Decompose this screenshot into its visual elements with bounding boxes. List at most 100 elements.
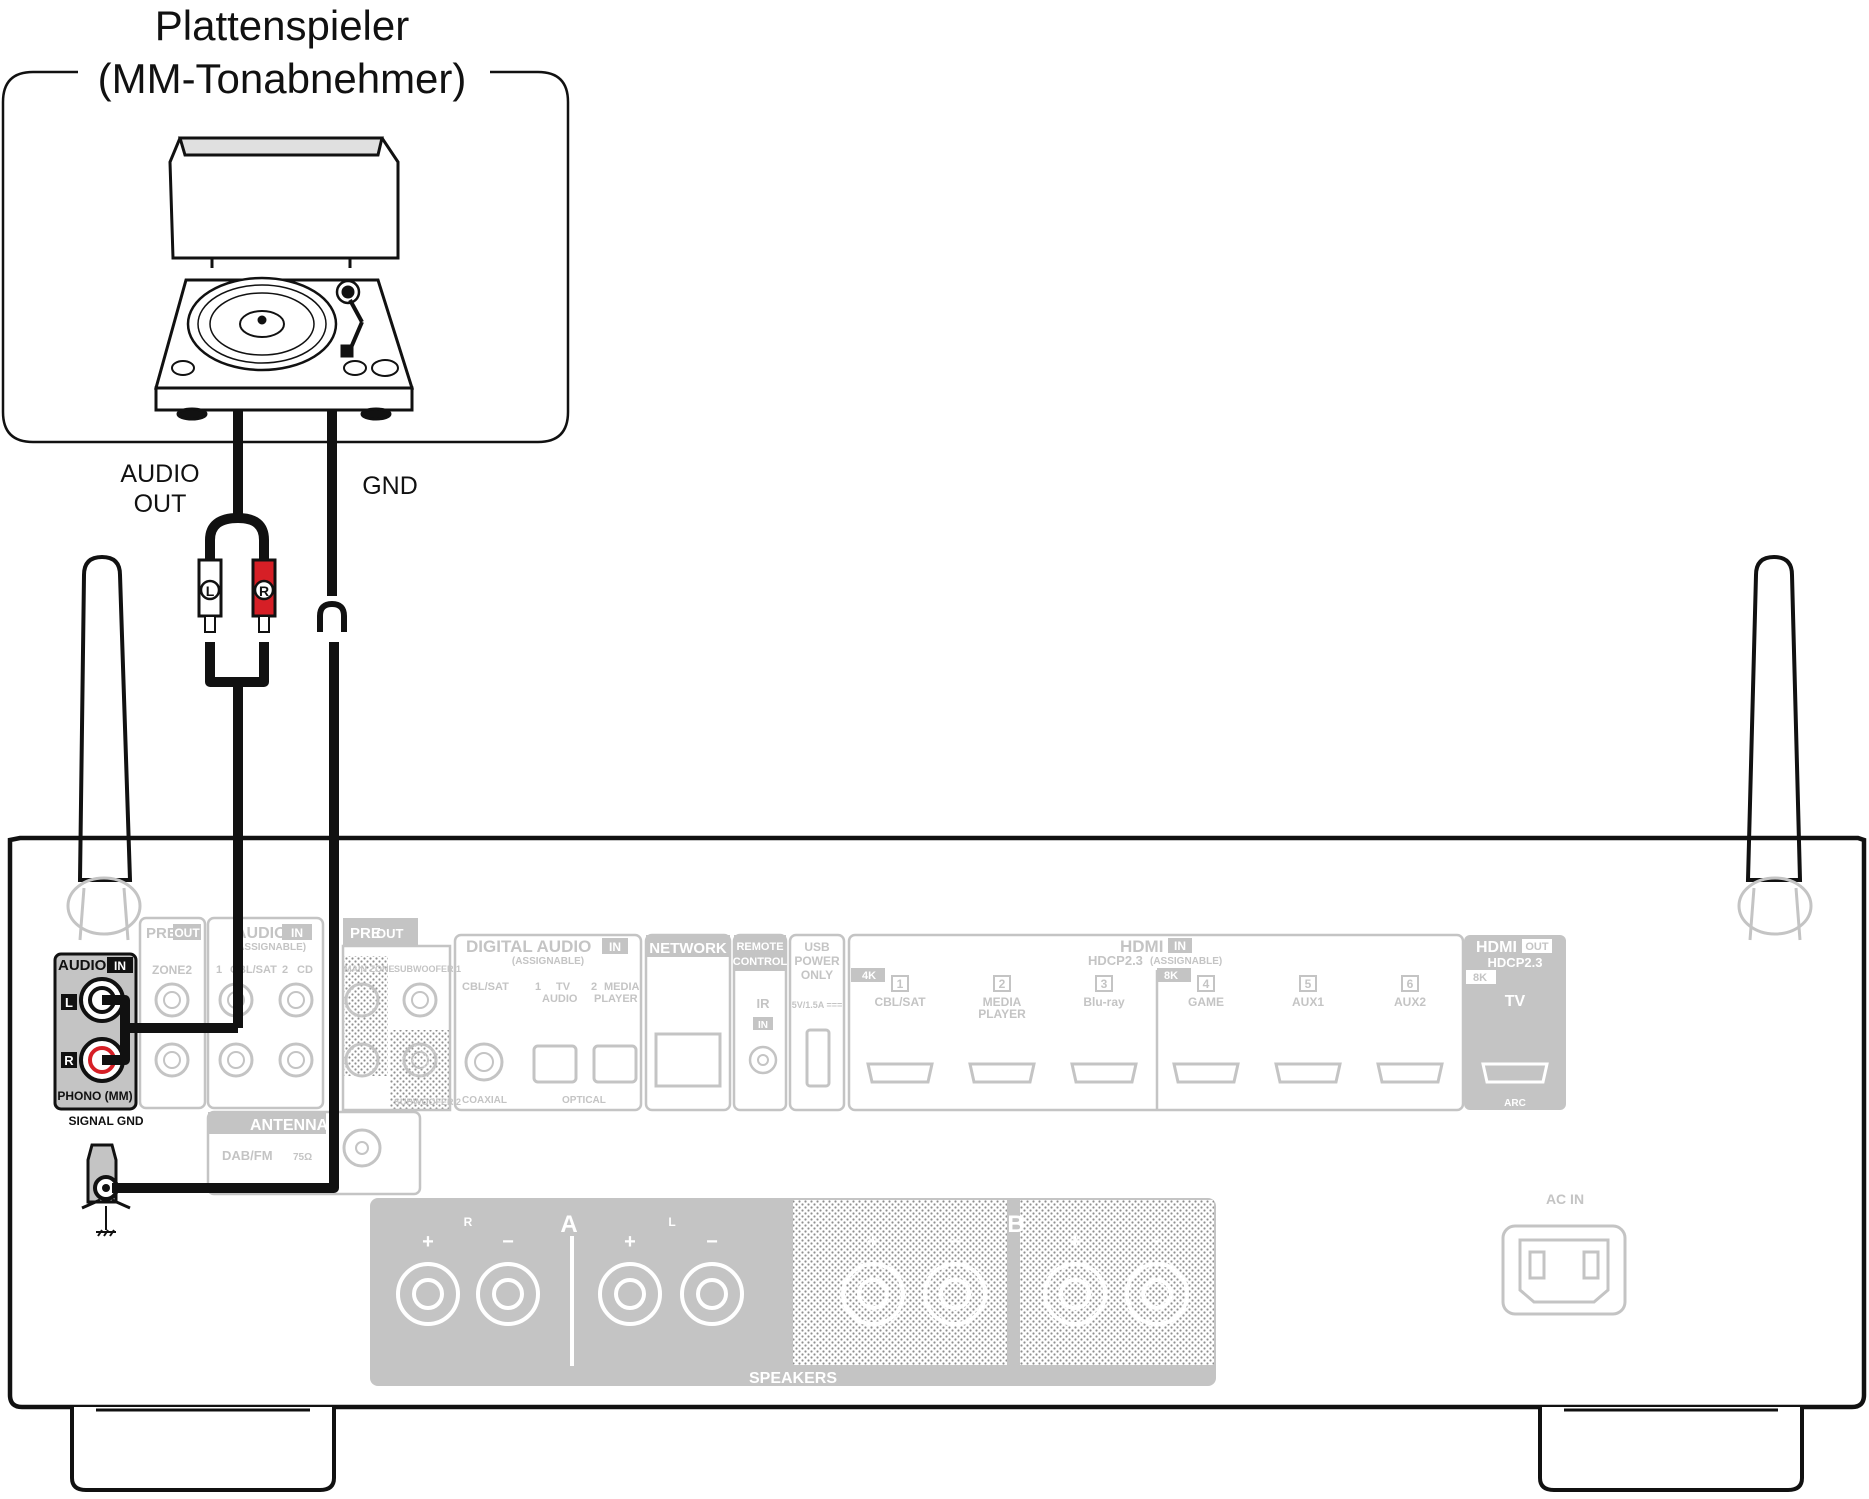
rca-plug-left: L: [197, 558, 223, 633]
svg-text:OUT: OUT: [174, 926, 200, 940]
audio-out-label-line2: OUT: [134, 490, 187, 518]
svg-text:+: +: [867, 1231, 879, 1253]
svg-text:ONLY: ONLY: [801, 968, 833, 982]
gnd-wire: [112, 410, 347, 1193]
svg-text:CD: CD: [297, 964, 313, 976]
svg-text:+: +: [624, 1231, 636, 1253]
turntable-icon: [154, 136, 415, 421]
audio-in-assignable-block: AUDIO IN (ASSIGNABLE) 1 CBL/SAT 2 CD: [206, 916, 325, 1110]
svg-text:(ASSIGNABLE): (ASSIGNABLE): [234, 942, 306, 953]
svg-text:MEDIA: MEDIA: [983, 995, 1022, 1009]
svg-text:IN: IN: [758, 1020, 768, 1031]
svg-text:PRE: PRE: [350, 925, 381, 942]
svg-text:L: L: [65, 995, 73, 1010]
receiver-rear-panel: [7, 554, 1867, 1492]
usb-block: USB POWER ONLY 5V/1.5A ===: [788, 933, 846, 1112]
svg-text:4K: 4K: [862, 970, 876, 982]
svg-text:−: −: [949, 1231, 961, 1253]
svg-text:IN: IN: [609, 940, 621, 954]
svg-text:OPTICAL: OPTICAL: [562, 1095, 606, 1106]
svg-text:A: A: [560, 1211, 577, 1238]
rca-plug-right: R: [251, 558, 277, 633]
svg-text:5V/1.5A ===: 5V/1.5A ===: [792, 1000, 842, 1010]
svg-text:−: −: [502, 1231, 514, 1253]
svg-text:IR: IR: [757, 996, 771, 1011]
ac-in-block: AC IN: [1501, 1191, 1627, 1316]
svg-text:B: B: [1007, 1211, 1024, 1238]
svg-text:L: L: [206, 583, 215, 599]
svg-text:2: 2: [282, 964, 288, 976]
svg-text:PLAYER: PLAYER: [978, 1007, 1026, 1021]
svg-text:(ASSIGNABLE): (ASSIGNABLE): [1150, 956, 1222, 967]
audio-out-label-line1: AUDIO: [120, 460, 199, 488]
svg-text:1: 1: [897, 977, 904, 991]
svg-text:AUDIO: AUDIO: [542, 993, 578, 1005]
svg-text:CBL/SAT: CBL/SAT: [874, 995, 926, 1009]
svg-text:COAXIAL: COAXIAL: [462, 1095, 507, 1106]
svg-text:8K: 8K: [1164, 970, 1178, 982]
signal-gnd-label: SIGNAL GND: [68, 1114, 143, 1128]
svg-text:DAB/FM: DAB/FM: [222, 1148, 273, 1163]
svg-text:R: R: [64, 1053, 74, 1068]
svg-text:SPEAKERS: SPEAKERS: [749, 1370, 837, 1387]
svg-text:DIGITAL AUDIO: DIGITAL AUDIO: [466, 937, 591, 956]
svg-text:(ASSIGNABLE): (ASSIGNABLE): [512, 956, 584, 967]
svg-text:AUX1: AUX1: [1292, 995, 1324, 1009]
svg-text:IN: IN: [114, 959, 126, 973]
svg-text:SUBWOOFER 2: SUBWOOFER 2: [394, 1097, 461, 1107]
svg-text:1: 1: [216, 964, 222, 976]
svg-text:8K: 8K: [1473, 972, 1487, 984]
svg-text:Blu-ray: Blu-ray: [1083, 995, 1125, 1009]
hdmi-in-block: HDMI IN HDCP2.3 (ASSIGNABLE) 4K 8K 1CBL/…: [847, 933, 1465, 1112]
svg-text:−: −: [1151, 1231, 1163, 1253]
svg-text:AUX2: AUX2: [1394, 995, 1426, 1009]
svg-text:PHONO (MM): PHONO (MM): [57, 1089, 132, 1103]
svg-text:ARC: ARC: [1504, 1098, 1526, 1109]
svg-text:2: 2: [999, 977, 1006, 991]
turntable-subtitle: (MM-Tonabnehmer): [98, 55, 467, 102]
svg-text:IN: IN: [1174, 939, 1186, 953]
svg-text:SUBWOOFER 1: SUBWOOFER 1: [394, 964, 461, 974]
hdmi-out-block: HDMI OUT HDCP2.3 8K TV ARC: [1464, 935, 1566, 1110]
svg-text:GAME: GAME: [1188, 995, 1224, 1009]
pre-out-zone2-block: PRE OUT ZONE2: [138, 916, 207, 1110]
gnd-label: GND: [362, 472, 418, 500]
right-antenna: [1737, 554, 1813, 941]
svg-text:AUDIO: AUDIO: [235, 925, 287, 942]
svg-text:OUT: OUT: [1525, 941, 1549, 953]
svg-text:MEDIA: MEDIA: [604, 981, 640, 993]
network-block: NETWORK: [644, 933, 732, 1112]
audio-cable: [102, 410, 269, 1065]
signal-gnd-terminal: [81, 1143, 131, 1237]
svg-text:75Ω: 75Ω: [293, 1152, 312, 1163]
digital-audio-block: DIGITAL AUDIO IN (ASSIGNABLE) CBL/SAT 1 …: [453, 933, 643, 1112]
antenna-block: ANTENNA DAB/FM 75Ω: [206, 1110, 422, 1196]
svg-text:L: L: [668, 1215, 675, 1229]
svg-text:OUT: OUT: [376, 926, 404, 941]
svg-text:CONTROL: CONTROL: [733, 956, 788, 968]
svg-text:−: −: [706, 1231, 718, 1253]
svg-text:ANTENNA: ANTENNA: [250, 1117, 329, 1134]
svg-text:+: +: [1069, 1231, 1081, 1253]
pre-out-subwoofer-block: PRE OUT MAIN ZONE SUBWOOFER 1 SUBWOOFER …: [341, 918, 461, 1112]
svg-text:AUDIO: AUDIO: [58, 957, 107, 974]
grey-connector-panels: PRE OUT ZONE2 AUDIO IN (ASSIGNABLE) 1 CB…: [138, 916, 1627, 1387]
svg-text:+: +: [422, 1231, 434, 1253]
svg-text:HDMI: HDMI: [1120, 937, 1163, 956]
svg-text:PRE: PRE: [146, 925, 177, 942]
svg-text:R: R: [259, 583, 269, 599]
svg-text:6: 6: [1407, 977, 1414, 991]
svg-text:NETWORK: NETWORK: [649, 940, 727, 957]
svg-text:HDCP2.3: HDCP2.3: [1488, 955, 1543, 970]
svg-text:PLAYER: PLAYER: [594, 993, 638, 1005]
svg-text:USB: USB: [804, 940, 830, 954]
remote-control-block: REMOTE CONTROL IR IN: [732, 933, 788, 1112]
svg-text:R: R: [464, 1215, 473, 1229]
svg-text:IN: IN: [291, 926, 303, 940]
svg-text:REMOTE: REMOTE: [736, 941, 783, 953]
turntable-group: Plattenspieler (MM-Tonabnehmer): [1, 2, 570, 444]
turntable-title: Plattenspieler: [155, 2, 409, 49]
